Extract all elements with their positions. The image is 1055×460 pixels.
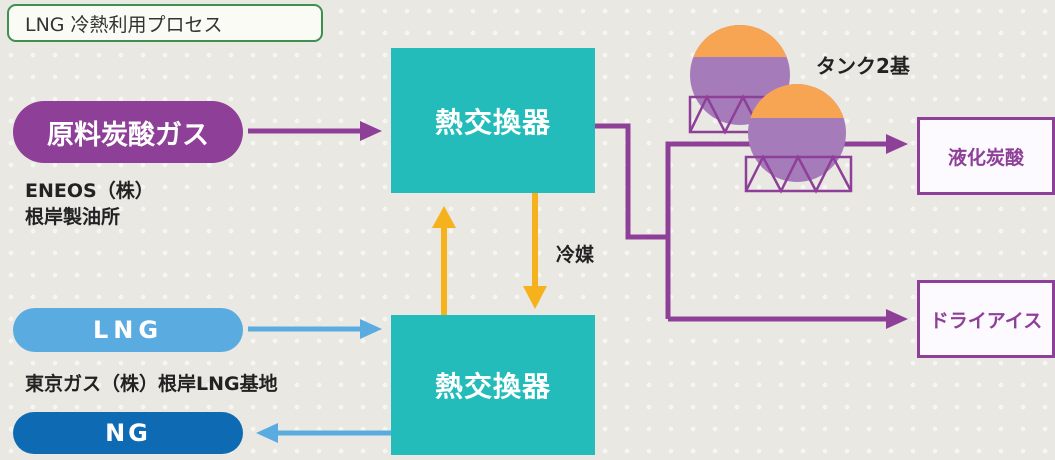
ng-node: NG xyxy=(13,412,243,454)
ng-output-arrow xyxy=(256,423,391,443)
co2-feed-arrow xyxy=(248,121,382,141)
tank-count-label: タンク2基 xyxy=(816,54,910,78)
lng-node: LNG xyxy=(13,308,243,352)
heat-exchanger-bottom: 熱交換器 xyxy=(391,315,595,455)
coolant-down-arrow xyxy=(523,193,547,309)
storage-tank-icon xyxy=(744,84,853,194)
raw-co2-node: 原料炭酸ガス xyxy=(13,101,243,163)
diagram-title: LNG 冷熱利用プロセス xyxy=(7,4,323,42)
eneos-name: ENEOS（株） xyxy=(25,180,154,202)
liquid-co2-product: 液化炭酸 xyxy=(917,117,1055,195)
tokyo-gas-source-label: 東京ガス（株）根岸LNG基地 xyxy=(25,373,278,395)
heat-exchanger-top: 熱交換器 xyxy=(391,48,595,193)
lng-feed-arrow xyxy=(248,319,382,339)
coolant-up-arrow xyxy=(432,206,456,315)
eneos-site: 根岸製油所 xyxy=(25,206,121,228)
dry-ice-product: ドライアイス xyxy=(917,280,1055,358)
coolant-label: 冷媒 xyxy=(556,244,595,266)
storage-tank-icon xyxy=(688,25,798,135)
eneos-source-label: ENEOS（株） 根岸製油所 xyxy=(25,178,154,230)
